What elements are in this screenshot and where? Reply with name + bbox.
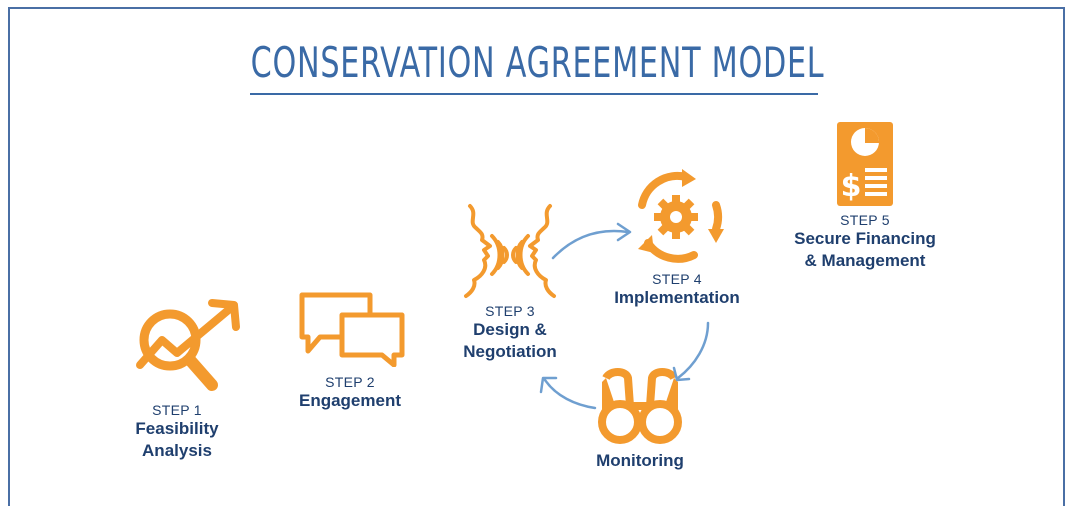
- step1-name-line2: Analysis: [142, 441, 212, 460]
- step4-name: Implementation: [614, 288, 740, 307]
- step4-number: STEP 4: [652, 271, 702, 287]
- financial-report-icon: $: [837, 122, 893, 206]
- step2-name: Engagement: [298, 391, 402, 410]
- step5-label: STEP 5 Secure Financing & Management: [772, 212, 958, 272]
- page-title: CONSERVATION AGREEMENT MODEL: [250, 38, 825, 87]
- magnifier-chart-icon: [136, 299, 240, 391]
- speech-bubbles-icon: [299, 292, 405, 367]
- step5-name-line1: Secure Financing: [794, 229, 936, 248]
- step4-label: STEP 4 Implementation: [596, 271, 758, 309]
- arrow-step3-to-step4: [551, 229, 630, 260]
- step5-number: STEP 5: [840, 212, 890, 228]
- svg-text:$: $: [841, 169, 862, 204]
- step3-name-line2: Negotiation: [463, 342, 557, 361]
- step3-number: STEP 3: [485, 303, 535, 319]
- arrow-monitoring-to-step3: [543, 378, 597, 410]
- monitoring-label: Monitoring: [570, 450, 710, 472]
- step1-number: STEP 1: [152, 402, 202, 418]
- step1-name-line1: Feasibility: [135, 419, 219, 438]
- binoculars-icon: [598, 368, 682, 444]
- gear-cycle-icon: [638, 169, 724, 263]
- step1-label: STEP 1 Feasibility Analysis: [125, 402, 229, 462]
- step2-label: STEP 2 Engagement: [285, 374, 415, 412]
- slide-frame: [8, 7, 1065, 506]
- dialogue-faces-icon: [464, 204, 556, 298]
- step3-name-line1: Design &: [473, 320, 547, 339]
- step2-number: STEP 2: [325, 374, 375, 390]
- arrow-step4-to-monitoring: [676, 321, 710, 380]
- step3-label: STEP 3 Design & Negotiation: [448, 303, 572, 363]
- title-underline: [250, 93, 818, 95]
- monitoring-name: Monitoring: [596, 451, 684, 470]
- step5-name-line2: & Management: [804, 251, 926, 270]
